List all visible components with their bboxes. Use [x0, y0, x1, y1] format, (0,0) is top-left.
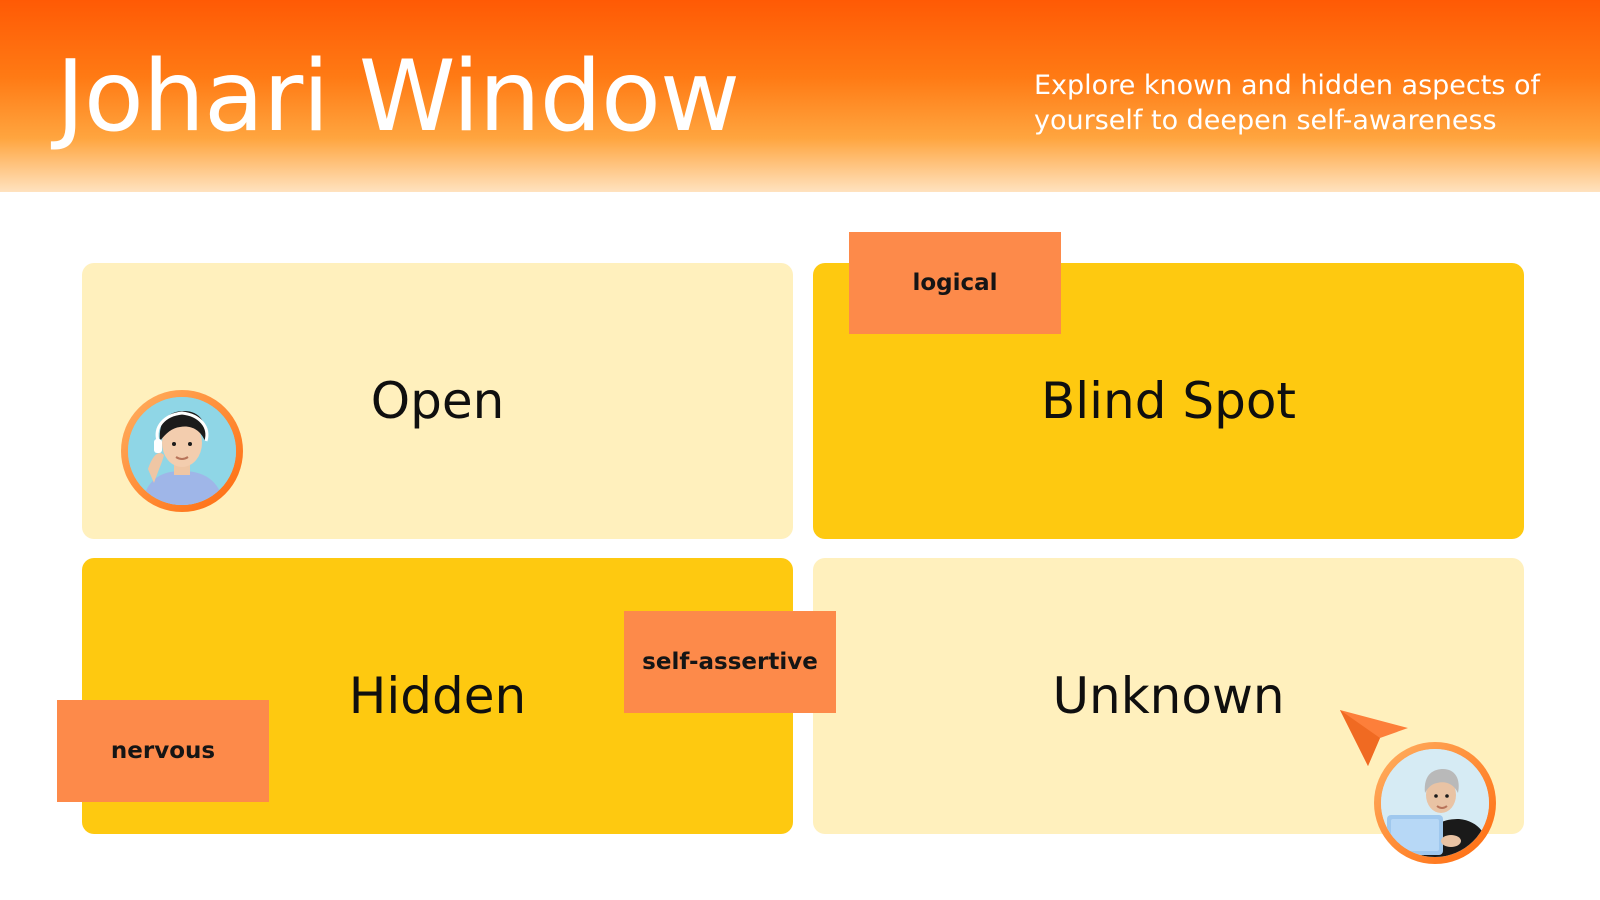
quadrant-blind-spot-label: Blind Spot	[1040, 372, 1297, 430]
sticky-note-nervous[interactable]: nervous	[57, 700, 269, 802]
quadrant-open-label: Open	[370, 372, 505, 430]
quadrant-hidden-label: Hidden	[348, 667, 527, 725]
sticky-note-logical[interactable]: logical	[849, 232, 1061, 334]
quadrant-unknown-label: Unknown	[1052, 667, 1285, 725]
avatar-older-woman	[1374, 742, 1496, 864]
cursor-arrow-icon	[1340, 710, 1408, 766]
page-title: Johari Window	[56, 40, 740, 154]
page-subtitle: Explore known and hidden aspects of your…	[1034, 70, 1540, 136]
avatar-young-man	[121, 390, 243, 512]
sticky-note-self-assertive[interactable]: self-assertive	[624, 611, 836, 713]
person-photo-icon	[128, 397, 236, 505]
header-banner: Johari Window Explore known and hidden a…	[0, 0, 1600, 192]
